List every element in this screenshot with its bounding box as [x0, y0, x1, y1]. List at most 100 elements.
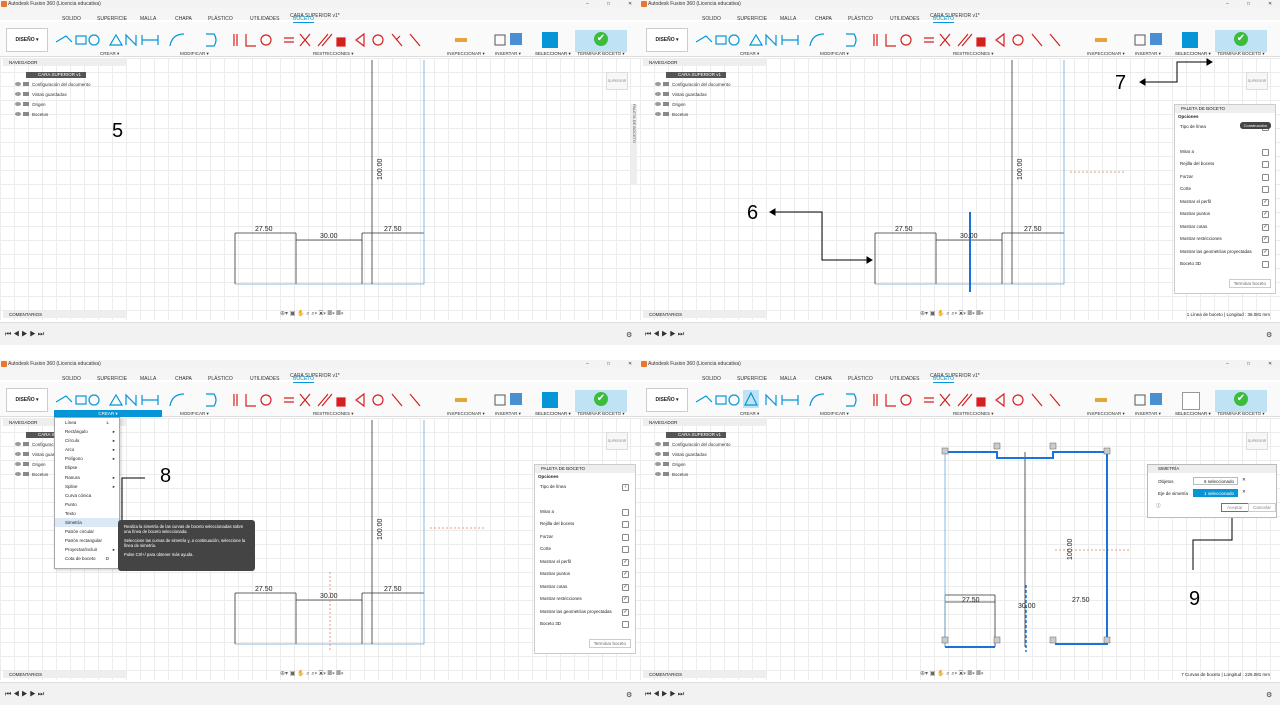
palette-row-points[interactable]: Mostrar puntos✓: [540, 571, 629, 578]
eye-icon[interactable]: [655, 462, 661, 466]
viewcube[interactable]: SUPERIOR: [606, 432, 628, 450]
tab-plastico[interactable]: PLÁSTICO: [848, 376, 873, 382]
group-inspeccionar[interactable]: INSPECCIONAR ▾: [447, 411, 485, 416]
checkbox-checked[interactable]: ✓: [622, 571, 629, 578]
group-insertar[interactable]: INSERTAR ▾: [1135, 411, 1161, 416]
browser-root[interactable]: CARA SUPERIOR v1: [666, 72, 726, 78]
checkbox[interactable]: [622, 546, 629, 553]
palette-options[interactable]: Opciones: [1178, 114, 1199, 119]
symmetry-dialog-title[interactable]: SIMETRÍA: [1148, 465, 1276, 473]
close-icon[interactable]: ✕: [628, 1, 633, 7]
palette-row-snap[interactable]: Forzar: [1175, 171, 1275, 184]
menu-item-rectangular-pattern[interactable]: Patrón rectangular: [65, 538, 103, 544]
tab-malla[interactable]: MALLA: [780, 376, 797, 382]
palette-row-grid[interactable]: Rejilla del boceto: [1175, 158, 1275, 171]
palette-row-projected[interactable]: Mostrar las geometrías proyectadas✓: [540, 608, 629, 616]
group-restricciones[interactable]: RESTRICCIONES ▾: [313, 411, 354, 416]
finish-sketch-button[interactable]: ✔: [1215, 390, 1267, 412]
group-seleccionar[interactable]: SELECCIONAR ▾: [1175, 411, 1211, 416]
maximize-icon[interactable]: □: [1247, 1, 1251, 7]
menu-item-polygon[interactable]: Polígono▸: [65, 456, 115, 462]
finish-sketch-palette-button[interactable]: Terminar boceto: [588, 639, 631, 648]
crear-menu-header[interactable]: CREAR ▾: [54, 410, 162, 417]
minimize-icon[interactable]: –: [586, 361, 589, 367]
navigator-item-config[interactable]: Configuración del documento: [655, 82, 731, 87]
palette-row-slice[interactable]: Corte: [535, 543, 635, 556]
palette-row-look-at[interactable]: Mirar a: [1175, 146, 1275, 159]
eye-icon[interactable]: [655, 102, 661, 106]
tab-boceto[interactable]: BOCETO: [293, 376, 315, 383]
checkbox[interactable]: [1262, 261, 1269, 268]
comments-panel[interactable]: COMENTARIOS: [643, 311, 767, 318]
navigator-item-sketches[interactable]: Bocetos: [15, 112, 48, 117]
minimize-icon[interactable]: –: [586, 1, 589, 7]
gear-icon[interactable]: ⚙: [626, 332, 633, 339]
palette-row-projected[interactable]: Mostrar las geometrías proyectadas✓: [1180, 248, 1269, 256]
maximize-icon[interactable]: □: [607, 1, 611, 7]
palette-row-slice[interactable]: Corte: [1175, 183, 1275, 196]
eye-icon[interactable]: [655, 82, 661, 86]
tab-chapa[interactable]: CHAPA: [175, 16, 192, 22]
clear-axis-icon[interactable]: ✕: [1242, 489, 1246, 494]
palette-row-points[interactable]: Mostrar puntos✓: [1180, 211, 1269, 218]
tab-malla[interactable]: MALLA: [140, 16, 157, 22]
maximize-icon[interactable]: □: [1247, 361, 1251, 367]
menu-item-text[interactable]: Texto: [65, 510, 76, 516]
clear-objects-icon[interactable]: ✕: [1242, 477, 1246, 482]
palette-row-profile[interactable]: Mostrar el perfil✓: [1180, 198, 1269, 206]
checkbox-checked[interactable]: ✓: [622, 583, 629, 591]
tab-plastico[interactable]: PLÁSTICO: [208, 16, 233, 22]
document-tab[interactable]: CARA SUPERIOR v1*: [290, 13, 340, 19]
tab-utilidades[interactable]: UTILIDADES: [890, 376, 920, 382]
design-workspace-button[interactable]: DISEÑO ▾: [6, 388, 48, 412]
timeline-controls[interactable]: ⏮ ◀ ▶ ▶ ⏭: [5, 331, 45, 338]
group-restricciones[interactable]: RESTRICCIONES ▾: [953, 51, 994, 56]
tab-superficie[interactable]: SUPERFICIE: [737, 16, 768, 22]
sketch-canvas[interactable]: [640, 418, 1280, 680]
viewcube[interactable]: SUPERIOR: [606, 72, 628, 90]
info-icon[interactable]: ⓘ: [1156, 503, 1161, 508]
finish-sketch-label[interactable]: TERMINAR BOCETO ▾: [577, 51, 625, 56]
design-workspace-button[interactable]: DISEÑO ▾: [6, 28, 48, 52]
design-workspace-button[interactable]: DISEÑO ▾: [646, 388, 688, 412]
navigator-header[interactable]: NAVEGADOR: [643, 59, 767, 66]
group-crear[interactable]: CREAR ▾: [740, 51, 760, 56]
menu-item-circle[interactable]: Círculo▸: [65, 438, 115, 444]
palette-row-constraints[interactable]: Mostrar restricciones✓: [540, 596, 629, 603]
palette-options[interactable]: Opciones: [538, 474, 559, 479]
document-tab[interactable]: CARA SUPERIOR v1*: [930, 373, 980, 379]
eye-icon[interactable]: [15, 92, 21, 96]
document-tab[interactable]: CARA SUPERIOR v1*: [290, 373, 340, 379]
construction-toggle-icon[interactable]: ‹: [622, 484, 629, 491]
tab-solido[interactable]: SOLIDO: [62, 376, 81, 382]
navigator-header[interactable]: NAVEGADOR: [3, 59, 127, 66]
group-restricciones[interactable]: RESTRICCIONES ▾: [313, 51, 354, 56]
viewcube[interactable]: SUPERIOR: [1246, 72, 1268, 90]
group-modificar[interactable]: MODIFICAR ▾: [180, 411, 209, 416]
tab-superficie[interactable]: SUPERFICIE: [97, 376, 128, 382]
eye-icon[interactable]: [15, 452, 21, 456]
tab-utilidades[interactable]: UTILIDADES: [250, 376, 280, 382]
eye-icon[interactable]: [15, 472, 21, 476]
tab-malla[interactable]: MALLA: [780, 16, 797, 22]
tab-plastico[interactable]: PLÁSTICO: [208, 376, 233, 382]
palette-row-3d[interactable]: Boceto 3D: [535, 618, 635, 631]
menu-item-mirror[interactable]: Simetría: [55, 518, 119, 528]
tab-utilidades[interactable]: UTILIDADES: [890, 16, 920, 22]
group-insertar[interactable]: INSERTAR ▾: [495, 411, 521, 416]
checkbox-checked[interactable]: ✓: [1262, 198, 1269, 206]
navigator-item-views[interactable]: Vistas guardadas: [655, 92, 707, 97]
tab-boceto[interactable]: BOCETO: [933, 16, 955, 23]
comments-panel[interactable]: COMENTARIOS: [3, 671, 127, 678]
palette-header[interactable]: PALETA DE BOCETO: [1175, 105, 1275, 113]
ok-button[interactable]: Aceptar: [1221, 503, 1249, 512]
checkbox-checked[interactable]: ✓: [622, 608, 629, 616]
menu-item-point[interactable]: Punto: [65, 501, 77, 507]
group-insertar[interactable]: INSERTAR ▾: [495, 51, 521, 56]
close-icon[interactable]: ✕: [1268, 361, 1273, 367]
objects-selection-button[interactable]: 6 seleccionado: [1193, 477, 1238, 485]
menu-item-arc[interactable]: Arco▸: [65, 447, 115, 453]
viewcube[interactable]: SUPERIOR: [1246, 432, 1268, 450]
group-seleccionar[interactable]: SELECCIONAR ▾: [535, 411, 571, 416]
